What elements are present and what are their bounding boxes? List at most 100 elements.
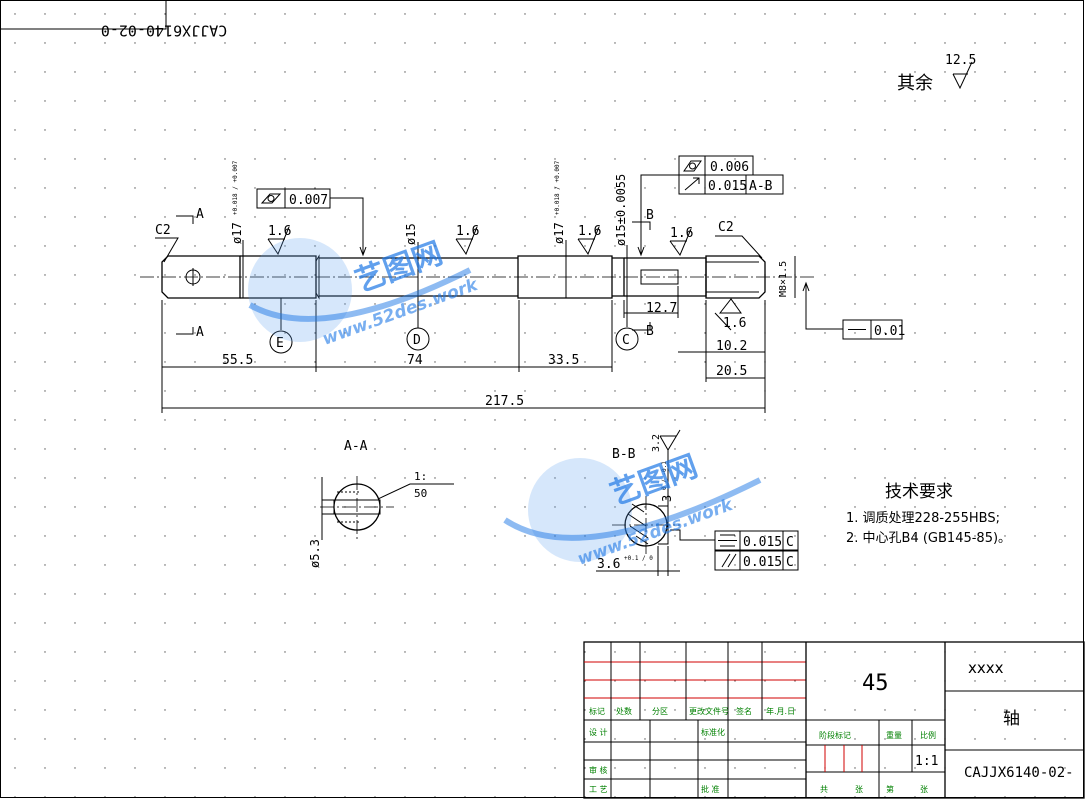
rev-header-2: 处数 (616, 706, 632, 716)
dia-keyed: ø15±0.0055 (614, 174, 628, 246)
weight-header: 重量 (886, 730, 902, 740)
section-aa-title: A-A (344, 439, 368, 454)
section-b-bottom: B (646, 324, 654, 339)
label-approve: 批 准 (701, 784, 720, 794)
gdt-2-value: 0.006 (710, 160, 749, 175)
dia-right-journal-tol: +0.018 / +0.007 (554, 160, 561, 215)
section-bb-depth: 3 (660, 495, 674, 502)
section-aa-taper-den: 50 (414, 487, 427, 500)
rev-header-3: 分区 (652, 707, 668, 716)
datum-e-label: E (276, 336, 284, 351)
rev-header-6: 年.月.日 (766, 706, 795, 716)
thread-label: M8×1.5 (778, 261, 789, 297)
gdt-sym-datum: C (786, 535, 794, 550)
chamfer-left-label: C2 (155, 223, 171, 238)
gdt-frame-4: 0.01 (802, 281, 905, 340)
section-a-bottom: A (196, 325, 204, 340)
dia-middle: ø15 (404, 223, 418, 245)
gdt-par-value: 0.015 (743, 555, 782, 570)
roughness-mark-2: 1.6 (455, 224, 479, 256)
scale-header: 比例 (920, 730, 936, 740)
dia-left-journal-tol: +0.018 / +0.007 (232, 160, 239, 215)
tech-req-item-1: 1. 调质处理228-255HBS; (846, 511, 1000, 526)
section-b-top: B (646, 208, 654, 223)
dim-lines (161, 286, 766, 413)
gdt-par-datum: C (786, 555, 794, 570)
dim-33-5: 33.5 (548, 353, 579, 368)
corner-code-text: CAJJX6140-02-0 (101, 22, 227, 40)
section-a-top: A (196, 207, 204, 222)
material: 45 (862, 671, 889, 696)
section-bb-width-tol: +0.1 / 0 (624, 555, 653, 562)
section-aa-taper: 1: (414, 470, 427, 483)
section-bb-depth-tol: 0 / -0.1 (661, 461, 668, 490)
datum-d-label: D (413, 333, 421, 348)
title-block: 标记 处数 分区 更改文件号 签名 年.月.日 设 计 标准化 审 核 工 艺 … (583, 641, 1085, 799)
gdt-4-value: 0.01 (874, 324, 905, 339)
roughness-mark-5: 1.6 (714, 298, 746, 331)
roughness-value-1: 1.6 (268, 224, 291, 239)
gdt-3-value: 0.015 (708, 179, 747, 194)
datum-d: D (406, 296, 430, 351)
dia-right-journal: ø17 (552, 222, 566, 244)
roughness-other-value: 12.5 (945, 53, 976, 68)
shaft-main-view: A A C2 C2 B B ø17 +0.018 / +0.007 ø15 ø1… (140, 155, 905, 413)
gdt-1-value: 0.007 (289, 193, 328, 208)
roughness-value-4: 1.6 (670, 226, 693, 241)
tech-req-title: 技术要求 (885, 482, 953, 502)
roughness-value-5: 1.6 (723, 316, 746, 331)
section-bb-roughness: 3.2 (651, 434, 662, 452)
dim-10-2: 10.2 (716, 339, 747, 354)
dim-55-5: 55.5 (222, 353, 253, 368)
gdt-3-datum: A-B (749, 179, 773, 194)
roughness-other-label: 其余 (897, 73, 933, 94)
section-bb-width: 3.6 (597, 557, 620, 572)
corner-code-box: CAJJX6140-02-0 (0, 0, 227, 40)
label-design: 设 计 (589, 727, 608, 737)
roughness-value-2: 1.6 (456, 224, 479, 239)
sheet-label-2: 张 (855, 785, 863, 794)
roughness-value-3: 1.6 (578, 224, 601, 239)
sheet-label-4: 张 (920, 785, 928, 794)
rev-header-5: 签名 (736, 706, 752, 716)
label-standard: 标准化 (701, 727, 725, 737)
tech-req-item-2: 2. 中心孔B4 (GB145-85)。 (846, 531, 1011, 546)
gdt-sym-value: 0.015 (743, 535, 782, 550)
chamfer-right-label: C2 (718, 220, 734, 235)
dim-74: 74 (407, 353, 423, 368)
roughness-other: 其余 12.5 (897, 53, 976, 94)
gdt-frame-1: 0.007 (256, 188, 367, 257)
dim-20-5: 20.5 (716, 364, 747, 379)
label-process: 工 艺 (589, 785, 608, 794)
gdt-frame-3: 0.015 A-B (637, 174, 784, 257)
section-aa-dia: ø5.3 (308, 539, 322, 568)
company: xxxx (968, 659, 1004, 677)
sheet-label-3: 第 (886, 784, 894, 794)
section-bb: B-B 3.2 3 0 / -0.1 3.6 +0.1 / 0 0.015 C (596, 429, 799, 576)
drawing-no: CAJJX6140-02- (964, 765, 1074, 781)
sheet-label-1: 共 (820, 785, 828, 794)
datum-c: C (615, 296, 639, 351)
gdt-parallel: 0.015 C (714, 550, 799, 571)
dim-217-5: 217.5 (485, 394, 524, 409)
scale-value: 1:1 (915, 754, 938, 769)
section-bb-title: B-B (612, 447, 636, 462)
label-review: 审 核 (589, 765, 608, 775)
gdt-symmetry: 0.015 C (670, 529, 799, 551)
roughness-mark-3: 1.6 (577, 224, 601, 256)
section-aa: A-A ø5.3 1: 50 (308, 439, 454, 568)
tech-requirements: 技术要求 1. 调质处理228-255HBS; 2. 中心孔B4 (GB145-… (846, 482, 1011, 546)
dim-12-7: 12.7 (646, 301, 677, 316)
dia-left-journal: ø17 (230, 222, 244, 244)
stage-header: 阶段标记 (819, 730, 851, 740)
roughness-mark-4: 1.6 (669, 226, 693, 257)
gdt-frame-2: 0.006 (678, 155, 754, 176)
rev-header-4: 更改文件号 (689, 706, 729, 716)
roughness-mark-1: 1.6 (267, 224, 291, 256)
part-name: 轴 (1003, 709, 1020, 729)
rev-header-1: 标记 (589, 706, 605, 716)
datum-c-label: C (622, 333, 630, 348)
